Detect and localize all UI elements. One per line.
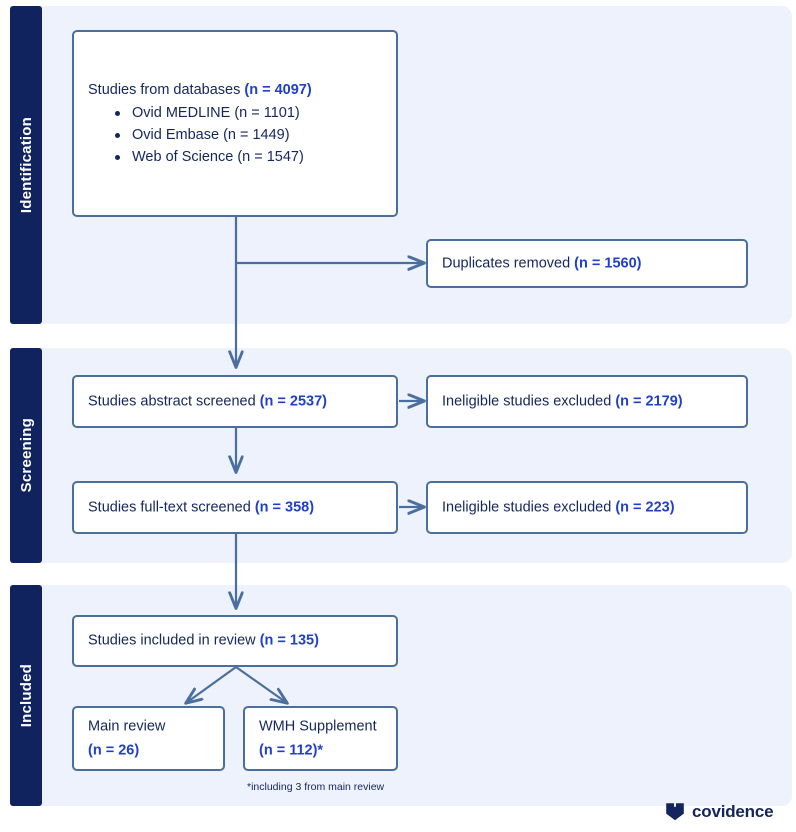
included-review-title: Studies included in review xyxy=(88,632,260,649)
list-item: Ovid Embase (n = 1449) xyxy=(115,125,386,146)
box-duplicates-removed: Duplicates removed (n = 1560) xyxy=(426,239,748,288)
stage-tab-identification: Identification xyxy=(10,6,42,324)
stage-tab-included: Included xyxy=(10,585,42,806)
databases-title-line: Studies from databases (n = 4097) xyxy=(88,80,386,101)
stage-tab-screening: Screening xyxy=(10,348,42,563)
covidence-logo: covidence xyxy=(665,801,774,822)
fulltext-screened-title: Studies full-text screened xyxy=(88,498,255,515)
covidence-logo-text: covidence xyxy=(692,801,774,821)
abstract-screened-count: (n = 2537) xyxy=(259,392,327,409)
box-wmh-supplement: WMH Supplement (n = 112)* xyxy=(243,706,398,771)
box-abstract-excluded: Ineligible studies excluded (n = 2179) xyxy=(426,375,748,428)
box-fulltext-screened: Studies full-text screened (n = 358) xyxy=(72,481,398,534)
databases-title: Studies from databases xyxy=(88,82,245,98)
main-review-count: (n = 26) xyxy=(88,742,140,758)
stage-tab-identification-label: Identification xyxy=(17,116,35,214)
box-abstract-screened: Studies abstract screened (n = 2537) xyxy=(72,375,398,428)
databases-source-list: Ovid MEDLINE (n = 1101) Ovid Embase (n =… xyxy=(88,103,386,168)
box-fulltext-excluded: Ineligible studies excluded (n = 223) xyxy=(426,481,748,534)
databases-count: (n = 4097) xyxy=(244,82,312,98)
fulltext-excluded-count: (n = 223) xyxy=(615,498,675,515)
list-item: Web of Science (n = 1547) xyxy=(115,147,386,168)
main-review-title: Main review xyxy=(88,717,166,734)
list-item: Ovid MEDLINE (n = 1101) xyxy=(115,103,386,124)
box-main-review: Main review (n = 26) xyxy=(72,706,225,771)
stage-tab-screening-label: Screening xyxy=(17,418,35,493)
duplicates-title: Duplicates removed xyxy=(442,254,575,271)
fulltext-excluded-title: Ineligible studies excluded xyxy=(442,498,616,515)
footnote-wmh: *including 3 from main review xyxy=(247,781,385,793)
fulltext-screened-count: (n = 358) xyxy=(254,498,315,515)
covidence-book-icon xyxy=(666,803,684,821)
box-studies-from-databases: Studies from databases (n = 4097) Ovid M… xyxy=(72,30,398,217)
stage-tab-included-label: Included xyxy=(17,663,35,728)
abstract-excluded-title: Ineligible studies excluded xyxy=(442,392,616,409)
wmh-supplement-count: (n = 112)* xyxy=(259,742,324,758)
abstract-screened-title: Studies abstract screened xyxy=(88,392,260,409)
duplicates-count: (n = 1560) xyxy=(574,254,642,271)
wmh-supplement-title: WMH Supplement xyxy=(259,717,377,734)
included-review-count: (n = 135) xyxy=(259,632,319,649)
box-included-in-review: Studies included in review (n = 135) xyxy=(72,615,398,667)
abstract-excluded-count: (n = 2179) xyxy=(615,392,683,409)
